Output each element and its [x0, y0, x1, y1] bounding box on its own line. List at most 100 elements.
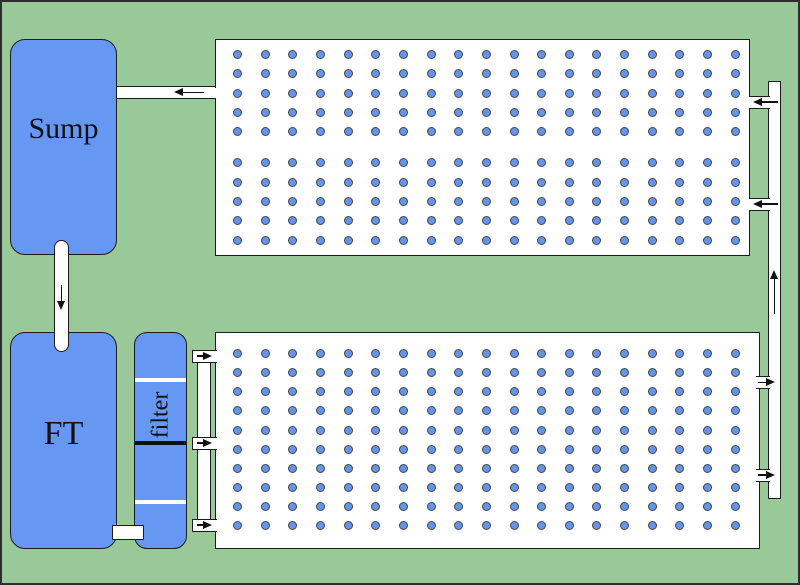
grow-hole — [288, 387, 298, 397]
fish-tank-filter-connector — [112, 525, 144, 540]
grow-hole — [454, 483, 464, 493]
grow-hole — [343, 196, 353, 206]
grow-hole — [233, 387, 242, 397]
grow-hole — [537, 502, 547, 512]
grow-hole — [647, 444, 657, 454]
grow-hole — [647, 69, 657, 79]
grow-hole — [564, 349, 574, 358]
grow-hole — [675, 88, 685, 98]
grow-hole — [371, 88, 381, 98]
grow-hole — [398, 69, 408, 79]
grow-hole — [315, 349, 325, 358]
grow-hole — [454, 521, 464, 531]
grow-hole — [288, 349, 298, 358]
grow-hole — [343, 483, 353, 493]
grow-hole — [426, 463, 436, 473]
grow-hole — [730, 406, 740, 416]
grow-hole — [620, 425, 630, 435]
grow-hole — [343, 387, 353, 397]
grow-hole — [703, 88, 713, 98]
grow-hole — [481, 235, 491, 245]
grow-hole — [509, 387, 519, 397]
grow-hole — [343, 158, 353, 168]
grow-hole — [398, 444, 408, 454]
grow-hole — [620, 406, 630, 416]
grow-hole — [454, 69, 464, 79]
grow-hole — [703, 406, 713, 416]
grow-hole — [481, 349, 491, 358]
grow-hole — [481, 196, 491, 206]
grow-hole — [592, 196, 602, 206]
grow-hole — [592, 463, 602, 473]
grow-hole — [481, 158, 491, 168]
grow-hole — [315, 69, 325, 79]
grow-hole — [730, 50, 740, 59]
grow-hole — [426, 406, 436, 416]
grow-hole — [647, 349, 657, 358]
grow-hole — [647, 216, 657, 226]
grow-hole — [703, 107, 713, 117]
grow-hole — [620, 107, 630, 117]
grow-hole — [675, 235, 685, 245]
grow-hole — [454, 368, 464, 378]
grow-hole — [537, 368, 547, 378]
grow-hole — [564, 368, 574, 378]
grow-hole — [564, 235, 574, 245]
grow-hole — [647, 158, 657, 168]
grow-hole — [260, 196, 270, 206]
grow-hole — [481, 69, 491, 79]
grow-hole — [260, 107, 270, 117]
grow-hole — [675, 107, 685, 117]
grow-hole — [647, 177, 657, 187]
grow-hole — [371, 127, 381, 137]
grow-hole — [675, 521, 685, 531]
grow-hole — [315, 387, 325, 397]
grow-hole — [730, 158, 740, 168]
grow-hole — [260, 444, 270, 454]
grow-hole — [454, 349, 464, 358]
grow-hole — [315, 88, 325, 98]
grow-hole — [426, 50, 436, 59]
grow-hole — [592, 425, 602, 435]
grow-hole — [620, 177, 630, 187]
grow-hole — [730, 502, 740, 512]
grow-hole — [288, 177, 298, 187]
grow-hole — [371, 216, 381, 226]
grow-hole — [260, 387, 270, 397]
grow-hole — [454, 502, 464, 512]
grow-hole — [509, 483, 519, 493]
grow-hole — [481, 425, 491, 435]
grow-hole — [260, 69, 270, 79]
grow-hole — [647, 425, 657, 435]
grow-hole — [703, 444, 713, 454]
grow-hole — [426, 368, 436, 378]
grow-hole — [592, 127, 602, 137]
grow-hole — [426, 387, 436, 397]
grow-hole — [537, 216, 547, 226]
grow-hole — [426, 444, 436, 454]
flow-arrow-left-icon — [753, 199, 778, 209]
grow-hole — [343, 107, 353, 117]
top-grow-bed — [215, 39, 750, 256]
grow-hole — [454, 216, 464, 226]
grow-hole — [481, 88, 491, 98]
grow-hole — [454, 196, 464, 206]
grow-hole — [537, 88, 547, 98]
grow-hole — [537, 177, 547, 187]
grow-hole — [647, 406, 657, 416]
grow-hole — [537, 127, 547, 137]
grow-hole — [620, 158, 630, 168]
grow-hole — [454, 444, 464, 454]
grow-hole — [454, 127, 464, 137]
grow-hole — [620, 521, 630, 531]
grow-hole — [315, 235, 325, 245]
grow-hole — [371, 387, 381, 397]
grow-hole — [481, 406, 491, 416]
grow-hole — [703, 368, 713, 378]
grow-hole — [288, 463, 298, 473]
grow-hole — [371, 406, 381, 416]
grow-hole — [260, 425, 270, 435]
grow-hole — [315, 158, 325, 168]
grow-hole — [398, 216, 408, 226]
grow-hole — [537, 50, 547, 59]
